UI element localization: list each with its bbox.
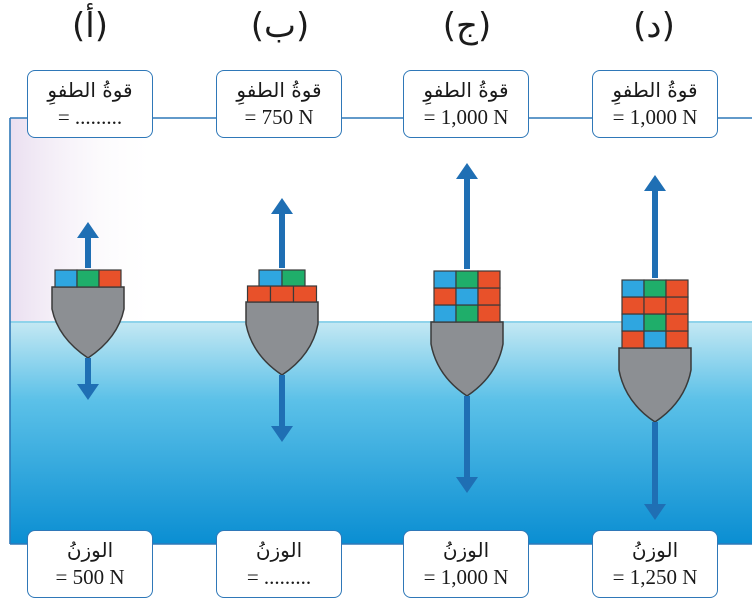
weight-arrow-head: [77, 384, 99, 400]
cargo-container: [281, 269, 306, 287]
panel-label-b: (ب): [250, 6, 310, 46]
cargo-container: [643, 279, 667, 298]
cargo-container: [433, 270, 457, 289]
weight-label: الوزنُ: [255, 538, 303, 562]
ship-hull: [245, 301, 319, 376]
buoyancy-value: = .........: [57, 105, 123, 129]
cargo-container: [269, 285, 295, 303]
panel-label-c: (ج): [442, 6, 492, 46]
cargo-container: [433, 304, 457, 323]
cargo-container: [246, 285, 272, 303]
ship-hull: [430, 321, 504, 397]
cargo-container: [643, 313, 667, 332]
cargo-container: [455, 287, 479, 306]
ship-hull: [51, 286, 125, 359]
weight-value: = 500 N: [55, 565, 125, 589]
panel-label-d: (د): [633, 6, 675, 46]
cargo-container: [477, 304, 501, 323]
cargo-container: [621, 330, 645, 349]
cargo-container: [665, 330, 689, 349]
weight-box-d: الوزنُ = 1,250 N: [592, 530, 718, 598]
cargo-container: [258, 269, 283, 287]
weight-label: الوزنُ: [631, 538, 679, 562]
buoyancy-label: قوةُ الطفوِ: [612, 78, 698, 102]
cargo-container: [292, 285, 318, 303]
cargo-container: [665, 313, 689, 332]
cargo-container: [54, 269, 78, 288]
panel-label-a: (أ): [72, 6, 108, 46]
cargo-container: [477, 287, 501, 306]
weight-box-c: الوزنُ = 1,000 N: [403, 530, 529, 598]
cargo-container: [621, 279, 645, 298]
cargo-container: [98, 269, 122, 288]
buoyancy-box-c: قوةُ الطفوِ = 1,000 N: [403, 70, 529, 138]
buoyancy-arrow-head: [271, 198, 293, 214]
weight-value: = 1,250 N: [612, 565, 698, 589]
weight-value: = 1,000 N: [423, 565, 509, 589]
ships-layer: [51, 163, 692, 520]
cargo-container: [477, 270, 501, 289]
buoyancy-box-b: قوةُ الطفوِ = 750 N: [216, 70, 342, 138]
cargo-container: [643, 296, 667, 315]
cargo-container: [455, 270, 479, 289]
ship-hull: [618, 347, 692, 423]
cargo-container: [455, 304, 479, 323]
buoyancy-box-a: قوةُ الطفوِ = .........: [27, 70, 153, 138]
buoyancy-arrow-head: [644, 175, 666, 191]
buoyancy-label: قوةُ الطفوِ: [236, 78, 322, 102]
cargo-container: [433, 287, 457, 306]
cargo-container: [665, 296, 689, 315]
cargo-container: [621, 296, 645, 315]
cargo-container: [621, 313, 645, 332]
cargo-container: [643, 330, 667, 349]
buoyancy-value: = 750 N: [244, 105, 314, 129]
weight-label: الوزنُ: [442, 538, 490, 562]
weight-arrow-head: [271, 426, 293, 442]
buoyancy-value: = 1,000 N: [423, 105, 509, 129]
weight-label: الوزنُ: [66, 538, 114, 562]
buoyancy-arrow-head: [456, 163, 478, 179]
buoyancy-box-d: قوةُ الطفوِ = 1,000 N: [592, 70, 718, 138]
weight-box-a: الوزنُ = 500 N: [27, 530, 153, 598]
weight-value: = .........: [246, 565, 312, 589]
cargo-container: [665, 279, 689, 298]
buoyancy-value: = 1,000 N: [612, 105, 698, 129]
weight-arrow-head: [456, 477, 478, 493]
buoyancy-label: قوةُ الطفوِ: [423, 78, 509, 102]
weight-box-b: الوزنُ = .........: [216, 530, 342, 598]
weight-arrow-head: [644, 504, 666, 520]
buoyancy-arrow-head: [77, 222, 99, 238]
buoyancy-label: قوةُ الطفوِ: [47, 78, 133, 102]
cargo-container: [76, 269, 100, 288]
